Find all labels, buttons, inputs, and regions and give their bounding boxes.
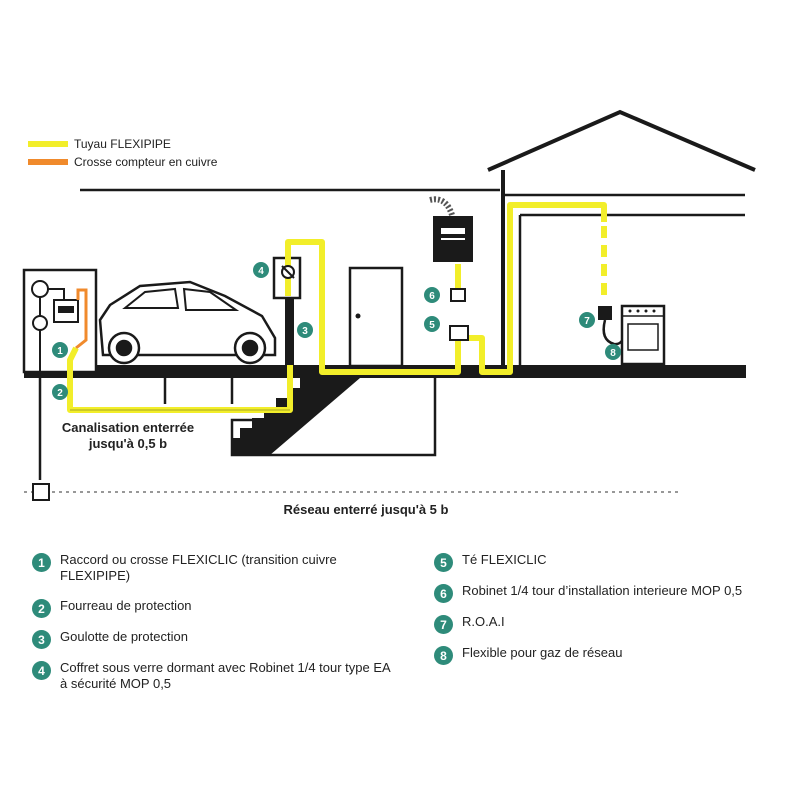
pipe-valve-to-tee [285, 239, 461, 375]
regulator [31, 280, 49, 298]
list-number-3: 3 [32, 630, 51, 649]
list-text-4: Coffret sous verre dormant avec Robinet … [60, 660, 390, 691]
marker-6: 6 [424, 287, 440, 303]
quarter-turn-valve [450, 288, 466, 302]
svg-text:5: 5 [429, 320, 435, 331]
list-item: 2 Fourreau de protection [32, 598, 392, 618]
copper-crosse [75, 288, 88, 350]
marker-7: 7 [579, 312, 595, 328]
label-network: Réseau enterré jusqu'à 5 b [284, 502, 449, 517]
installation-diagram: Tuyau FLEXIPIPE Crosse compteur en cuivr… [22, 109, 756, 517]
list-number-6: 6 [434, 584, 453, 603]
car-hub-front [115, 339, 133, 357]
list-number-2: 2 [32, 599, 51, 618]
list-item: 5 Té FLEXICLIC [434, 552, 794, 572]
list-text-7: R.O.A.I [462, 614, 505, 629]
network-tee [32, 483, 50, 501]
label-buried-line-2: jusqu'à 0,5 b [88, 436, 167, 451]
svg-text:2: 2 [57, 388, 63, 399]
list-item: 8 Flexible pour gaz de réseau [434, 645, 794, 665]
boiler-display [441, 228, 465, 234]
svg-text:4: 4 [258, 266, 264, 277]
list-text-6: Robinet 1/4 tour d’installation interieu… [462, 583, 743, 598]
svg-text:3: 3 [302, 326, 308, 337]
door-handle [355, 313, 361, 319]
list-number-4: 4 [32, 661, 51, 680]
list-text-3: Goulotte de protection [60, 629, 188, 644]
list-item: 1 Raccord ou crosse FLEXICLIC (transitio… [32, 552, 392, 584]
marker-4: 4 [253, 262, 269, 278]
car-hub-rear [241, 339, 259, 357]
car-body [98, 280, 277, 357]
pipe-to-kitchen [466, 202, 607, 375]
legend-label-flexipipe: Tuyau FLEXIPIPE [74, 137, 171, 151]
svg-text:8: 8 [610, 348, 616, 359]
legend-label-copper: Crosse compteur en cuivre [74, 155, 218, 169]
svg-text:1: 1 [57, 346, 63, 357]
roai-regulator [598, 306, 612, 320]
flexipipe-network [67, 202, 607, 413]
valve-cabinet [32, 315, 48, 331]
tee-flexiclic [449, 325, 469, 341]
list-text-1: Raccord ou crosse FLEXICLIC (transition … [60, 552, 337, 583]
marker-1: 1 [52, 342, 68, 358]
stove-oven [627, 323, 659, 351]
cabinet-piping [39, 288, 65, 372]
list-item: 4 Coffret sous verre dormant avec Robine… [32, 660, 392, 692]
list-item: 3 Goulotte de protection [32, 629, 392, 649]
marker-8: 8 [605, 344, 621, 360]
stairs [232, 378, 360, 455]
marker-2: 2 [52, 384, 68, 400]
marker-5: 5 [424, 316, 440, 332]
svg-text:7: 7 [584, 316, 590, 327]
list-text-8: Flexible pour gaz de réseau [462, 645, 623, 660]
list-number-5: 5 [434, 553, 453, 572]
pipe-buried-run [67, 346, 293, 413]
house-structure [80, 109, 756, 372]
label-buried-line-1: Canalisation enterrée [62, 420, 194, 435]
list-text-5: Té FLEXICLIC [462, 552, 547, 567]
list-item: 7 R.O.A.I [434, 614, 794, 634]
list-item: 6 Robinet 1/4 tour d’installation interi… [434, 583, 794, 603]
list-number-8: 8 [434, 646, 453, 665]
list-number-7: 7 [434, 615, 453, 634]
svg-text:6: 6 [429, 291, 435, 302]
car-windows [122, 287, 240, 311]
list-number-1: 1 [32, 553, 51, 572]
roof [487, 109, 756, 172]
boiler-flue [429, 196, 455, 217]
marker-3: 3 [297, 322, 313, 338]
meter-post [285, 298, 294, 368]
car [98, 280, 277, 365]
list-text-2: Fourreau de protection [60, 598, 192, 613]
gas-meter-display [58, 306, 74, 313]
